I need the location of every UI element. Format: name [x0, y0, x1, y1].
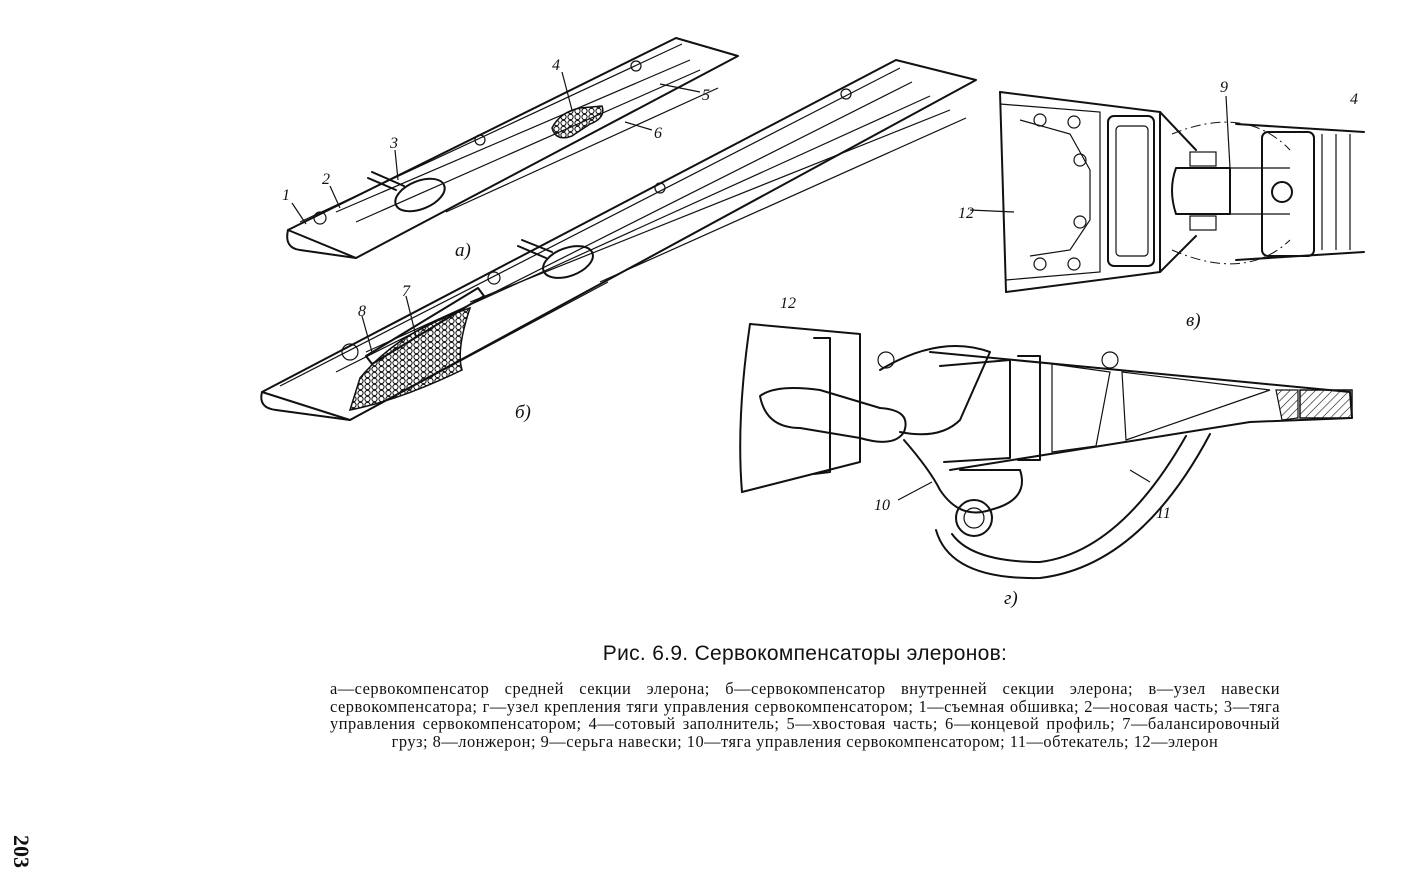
subfigure-label-a: а) — [455, 240, 471, 261]
caption-body: а—сервокомпенсатор средней секции элерон… — [330, 679, 1280, 751]
subfigure-label-g: г) — [1004, 588, 1018, 609]
drawing-b-servo-tab-inner — [260, 59, 977, 421]
label-12-rod: 12 — [780, 295, 796, 312]
label-11: 11 — [1156, 505, 1171, 522]
label-5: 5 — [702, 87, 710, 104]
page-number: 203 — [9, 835, 34, 868]
drawing-g-rod-attachment — [739, 323, 1353, 580]
label-4: 4 — [552, 57, 560, 74]
label-3: 3 — [389, 135, 398, 152]
caption-title: Рис. 6.9. Сервокомпенсаторы элеронов: — [602, 642, 1008, 665]
label-7: 7 — [402, 283, 411, 300]
label-10: 10 — [874, 497, 890, 514]
label-4-hinge: 4 — [1350, 91, 1358, 108]
subfigure-label-v: в) — [1186, 310, 1201, 331]
label-1: 1 — [282, 187, 290, 204]
label-6: 6 — [654, 125, 662, 142]
label-8: 8 — [358, 303, 366, 320]
drawing-a-servo-tab-middle — [286, 37, 739, 259]
label-9: 9 — [1220, 79, 1228, 96]
label-2: 2 — [322, 171, 330, 188]
subfigure-label-b: б) — [515, 402, 531, 423]
drawing-v-hinge-unit — [969, 91, 1365, 293]
figure-caption: Рис. 6.9. Сервокомпенсаторы элеронов: а—… — [330, 642, 1280, 750]
label-12-hinge: 12 — [958, 205, 974, 222]
figure-6-9: 1 2 3 4 5 6 7 8 9 4 12 12 10 11 а) б) в)… — [260, 37, 1365, 609]
